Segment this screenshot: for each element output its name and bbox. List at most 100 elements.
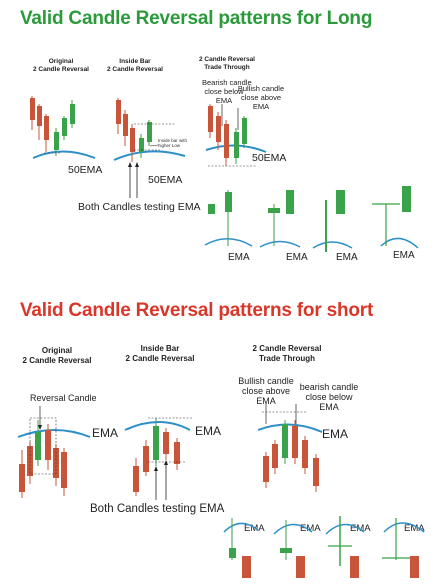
short-bullish-note-line1: Bullish candle (238, 376, 294, 386)
long-mini3-body (336, 190, 345, 214)
short-mini2-ema-label: EMA (300, 523, 321, 534)
short-p1-candle6 (61, 452, 67, 488)
short-p3-candle2 (272, 444, 278, 468)
short-panel2-chart (124, 417, 192, 500)
short-p3-candle3 (282, 424, 288, 458)
short-p2-candle2 (143, 446, 149, 472)
long-p2-candle2 (123, 114, 128, 136)
short-panel1-ema-label: EMA (92, 426, 119, 440)
short-bearish-close-note: bearish candle close below EMA (298, 382, 360, 412)
long-p2-candle3 (130, 128, 135, 152)
long-bearish-note-line2: close below (204, 87, 244, 96)
short-p2-candle5 (174, 442, 180, 464)
long-p1-candle3 (44, 116, 49, 140)
short-panel2-ema-curve (124, 421, 191, 431)
long-panel2-label-line2: 2 Candle Reversal (106, 66, 163, 73)
long-panel1-ema-label: 50EMA (68, 164, 103, 176)
long-bearish-note-line3: EMA (215, 96, 233, 105)
long-panel1-label-line1: Original (48, 58, 74, 65)
long-bearish-close-note: Bearish candle close below EMA (202, 78, 252, 105)
long-panel1-chart (30, 96, 96, 159)
short-p2-candle3 (153, 426, 159, 460)
long-p3-candle4 (234, 132, 239, 158)
long-panel2-label: Inside Bar 2 Candle Reversal (102, 58, 168, 74)
short-bearish-note-line2: close below (305, 392, 353, 402)
short-panel2-label-line2: 2 Candle Reversal (125, 354, 195, 363)
short-bearish-note-line1: bearish candle (299, 382, 359, 392)
long-panel3-ema-label: 50EMA (252, 152, 287, 164)
short-panel3-ema-label: EMA (322, 427, 349, 441)
short-testing-note: Both Candles testing EMA (90, 503, 225, 515)
short-bullish-close-note: Bullish candle close above EMA (236, 376, 296, 406)
short-mini2-body (296, 556, 305, 578)
short-mini3-body (350, 556, 359, 578)
long-panel3-chart (205, 104, 267, 167)
long-p2-arrowhead2 (135, 162, 139, 167)
long-p3-candle3 (224, 124, 229, 158)
long-panel2-ema-curve (113, 150, 186, 161)
short-p1-reversal-arrowhead (38, 425, 42, 430)
short-bullish-note-line2: close above (241, 386, 291, 396)
long-p1-candle6 (70, 104, 75, 124)
short-mini4-ema (383, 522, 425, 533)
long-p2-note-pointer (149, 144, 159, 147)
long-panel1-ema-curve (32, 150, 96, 159)
long-p2-candle5 (147, 122, 152, 142)
long-bullish-close-note: Bullish candle close above EMA (236, 84, 286, 111)
short-section-title: Valid Candle Reversal patterns for short (20, 300, 374, 321)
long-p1-candle4 (54, 132, 59, 150)
long-mini4-ema (380, 237, 419, 249)
short-panel2-label-line1: Inside Bar (140, 344, 180, 353)
long-mini-examples (204, 186, 419, 252)
short-mini4-ema-label: EMA (404, 523, 425, 534)
short-p1-highlight-box (29, 417, 57, 475)
short-p3-candle4 (292, 426, 298, 458)
inside-bar-note: Inside bar with higher Low (158, 138, 187, 148)
long-p2-arrowhead1 (128, 162, 132, 167)
short-panel1-ema-curve (17, 429, 91, 438)
long-panel3-label: 2 Candle Reversal Trade Through (194, 56, 260, 72)
long-mini1-ema-label: EMA (228, 252, 250, 263)
long-panel2-label-line1: Inside Bar (119, 58, 151, 65)
short-panel1-label-line1: Original (41, 346, 73, 355)
short-mini4-body (410, 556, 419, 578)
short-mini-examples (223, 516, 425, 578)
short-p1-candle1 (19, 464, 25, 492)
short-panel3-label-line1: 2 Candle Reversal (252, 344, 322, 353)
short-panel3-label-line2: Trade Through (259, 354, 315, 363)
long-p2-candle4 (139, 138, 144, 152)
reversal-candle-note: Reversal Candle (30, 393, 97, 403)
short-panel1-label-line2: 2 Candle Reversal (22, 356, 92, 365)
long-mini4-ema-label: EMA (393, 250, 415, 261)
short-mini1-ema-label: EMA (244, 523, 265, 534)
short-panel2-ema-label: EMA (195, 424, 222, 438)
long-mini3-ema (312, 241, 353, 249)
short-panel3-ema-curve (257, 423, 323, 433)
short-mini2-ema (273, 523, 313, 535)
long-panel3-label-line1: 2 Candle Reversal (198, 56, 255, 63)
long-panel3-label-line2: Trade Through (204, 64, 250, 71)
long-section-title: Valid Candle Reversal patterns for Long (20, 8, 373, 29)
long-bullish-note-line1: Bullish candle (237, 84, 285, 93)
short-p2-candle1 (133, 466, 139, 492)
short-p1-candle3 (35, 432, 41, 460)
long-panel2-chart (113, 98, 186, 198)
long-p2-candle1 (116, 100, 121, 124)
short-p3-candle1 (263, 456, 269, 482)
long-p1-candle5 (62, 118, 67, 136)
long-panel2-ema-label: 50EMA (148, 174, 183, 186)
short-panel2-label: Inside Bar 2 Candle Reversal (118, 344, 202, 364)
short-p2-arrowhead2 (164, 460, 168, 465)
short-mini3-ema (325, 523, 365, 535)
long-bullish-note-line2: close above (240, 93, 282, 102)
short-mini1-ema (223, 522, 259, 533)
long-p3-candle5 (242, 118, 247, 144)
long-panel1-label: Original 2 Candle Reversal (28, 58, 94, 74)
short-p2-candle4 (163, 432, 169, 454)
short-p3-candle5 (302, 440, 308, 468)
long-mini2-ema (259, 240, 301, 248)
short-panel3-label: 2 Candle Reversal Trade Through (242, 344, 332, 364)
long-mini4-body (402, 186, 411, 212)
inside-bar-note-line2: higher Low (158, 143, 181, 148)
long-p3-candle2 (216, 116, 221, 142)
